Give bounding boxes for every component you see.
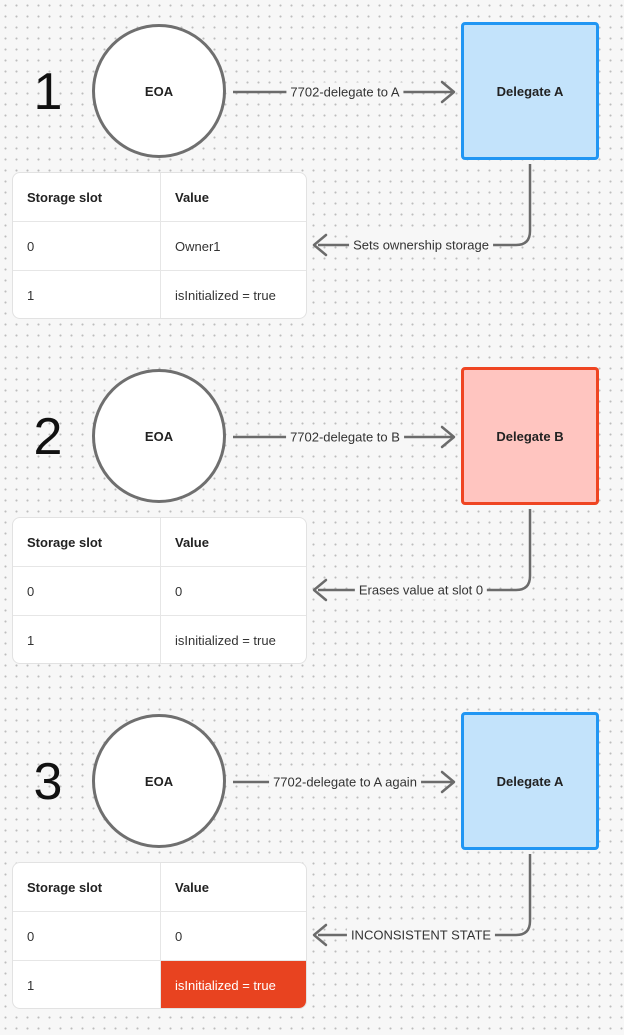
value-cell-alert: isInitialized = true xyxy=(161,961,306,1008)
step-number: 1 xyxy=(33,63,63,121)
delegate-arrow-label: 7702-delegate to B xyxy=(286,427,404,447)
slot-cell: 0 xyxy=(13,567,161,615)
return-arrow-label: Erases value at slot 0 xyxy=(354,580,488,600)
slot-cell: 1 xyxy=(13,616,161,663)
table-row: 0 Owner1 xyxy=(13,221,306,270)
header-value: Value xyxy=(175,189,209,205)
return-arrow-label: Sets ownership storage xyxy=(349,235,493,255)
header-storage-slot: Storage slot xyxy=(13,518,161,566)
delegate-arrowhead-icon xyxy=(440,770,456,794)
return-arrow-line xyxy=(318,854,532,937)
eoa-label: EOA xyxy=(144,83,174,99)
delegate-arrow-label: 7702-delegate to A again xyxy=(269,772,421,792)
eoa-node: EOA xyxy=(92,369,226,503)
header-storage-slot: Storage slot xyxy=(13,863,161,911)
delegate-label: Delegate A xyxy=(496,83,564,99)
eoa-node: EOA xyxy=(92,24,226,158)
value-cell: 0 xyxy=(175,583,183,599)
table-row: 1 isInitialized = true xyxy=(13,270,306,318)
delegate-node: Delegate B xyxy=(461,367,599,505)
table-header-row: Storage slot Value xyxy=(13,518,306,566)
step-panel-1: 1 EOA Delegate A 7702-delegate to A Sets own… xyxy=(0,0,624,345)
table-header-row: Storage slot Value xyxy=(13,863,306,911)
delegate-arrowhead-icon xyxy=(440,425,456,449)
table-header-row: Storage slot Value xyxy=(13,173,306,221)
storage-table: Storage slot Value 0 Owner1 1 isInitialized =… xyxy=(12,172,307,319)
step-number: 3 xyxy=(33,753,63,811)
value-cell: isInitialized = true xyxy=(175,287,276,303)
return-arrow-line xyxy=(318,164,532,247)
slot-cell: 1 xyxy=(13,271,161,318)
return-arrow-label: INCONSISTENT STATE xyxy=(346,925,496,945)
value-cell: Owner1 xyxy=(175,238,221,254)
eoa-node: EOA xyxy=(92,714,226,848)
value-cell: 0 xyxy=(175,928,183,944)
slot-cell: 1 xyxy=(13,961,161,1008)
return-arrowhead-icon xyxy=(312,578,328,602)
delegate-label: Delegate A xyxy=(496,773,564,789)
slot-cell: 0 xyxy=(13,222,161,270)
step-panel-2: 2 EOA Delegate B 7702-delegate to B Erases v… xyxy=(0,345,624,690)
delegate-node: Delegate A xyxy=(461,712,599,850)
eoa-label: EOA xyxy=(144,773,174,789)
return-arrow-line xyxy=(318,509,532,592)
value-cell: isInitialized = true xyxy=(175,632,276,648)
eoa-label: EOA xyxy=(144,428,174,444)
delegate-arrowhead-icon xyxy=(440,80,456,104)
slot-cell: 0 xyxy=(13,912,161,960)
header-value: Value xyxy=(175,534,209,550)
delegate-label: Delegate B xyxy=(496,428,564,444)
header-value: Value xyxy=(175,879,209,895)
return-arrowhead-icon xyxy=(312,233,328,257)
header-storage-slot: Storage slot xyxy=(13,173,161,221)
table-row: 1 isInitialized = true xyxy=(13,615,306,663)
delegate-arrow-label: 7702-delegate to A xyxy=(286,82,404,102)
delegate-node: Delegate A xyxy=(461,22,599,160)
return-arrowhead-icon xyxy=(312,923,328,947)
step-number: 2 xyxy=(33,408,63,466)
